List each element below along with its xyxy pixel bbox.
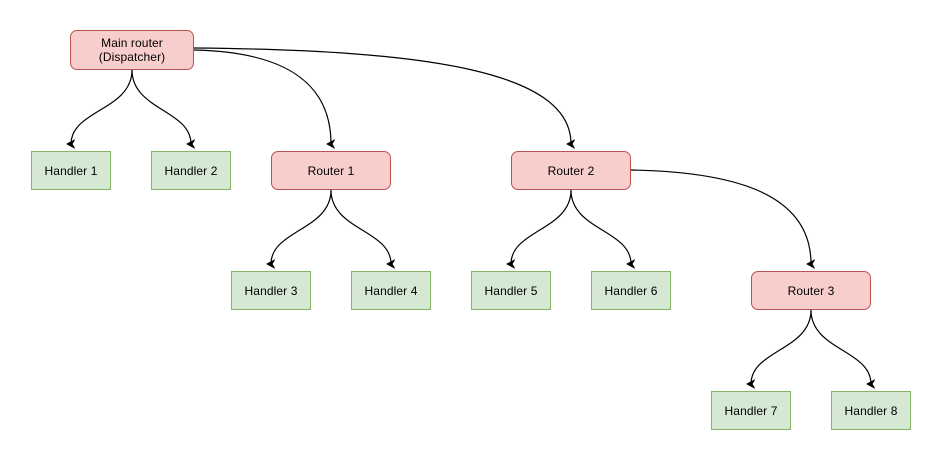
node-main-router[interactable]: Main router (Dispatcher) [70, 30, 194, 70]
node-router-3[interactable]: Router 3 [751, 271, 871, 310]
node-handler-7[interactable]: Handler 7 [711, 391, 791, 430]
edge-main-h1 [66, 69, 133, 149]
node-handler-8[interactable]: Handler 8 [831, 391, 911, 430]
edge-main-h2 [131, 69, 195, 149]
edge-r2-h6 [570, 189, 635, 269]
node-handler-6[interactable]: Handler 6 [591, 271, 671, 310]
edge-group [66, 47, 875, 389]
node-handler-5[interactable]: Handler 5 [471, 271, 551, 310]
edge-r1-h4 [330, 189, 395, 269]
edge-r2-h5 [506, 189, 572, 269]
node-router-1[interactable]: Router 1 [271, 151, 391, 190]
edge-r3-h8 [810, 309, 875, 389]
edge-r2-r3 [630, 169, 815, 269]
edge-r1-h3 [266, 189, 332, 269]
edge-main-r1 [193, 49, 335, 149]
edge-main-r2 [193, 47, 575, 149]
node-router-2[interactable]: Router 2 [511, 151, 631, 190]
edge-r3-h7 [746, 309, 812, 389]
node-handler-3[interactable]: Handler 3 [231, 271, 311, 310]
node-handler-4[interactable]: Handler 4 [351, 271, 431, 310]
node-handler-2[interactable]: Handler 2 [151, 151, 231, 190]
node-handler-1[interactable]: Handler 1 [31, 151, 111, 190]
